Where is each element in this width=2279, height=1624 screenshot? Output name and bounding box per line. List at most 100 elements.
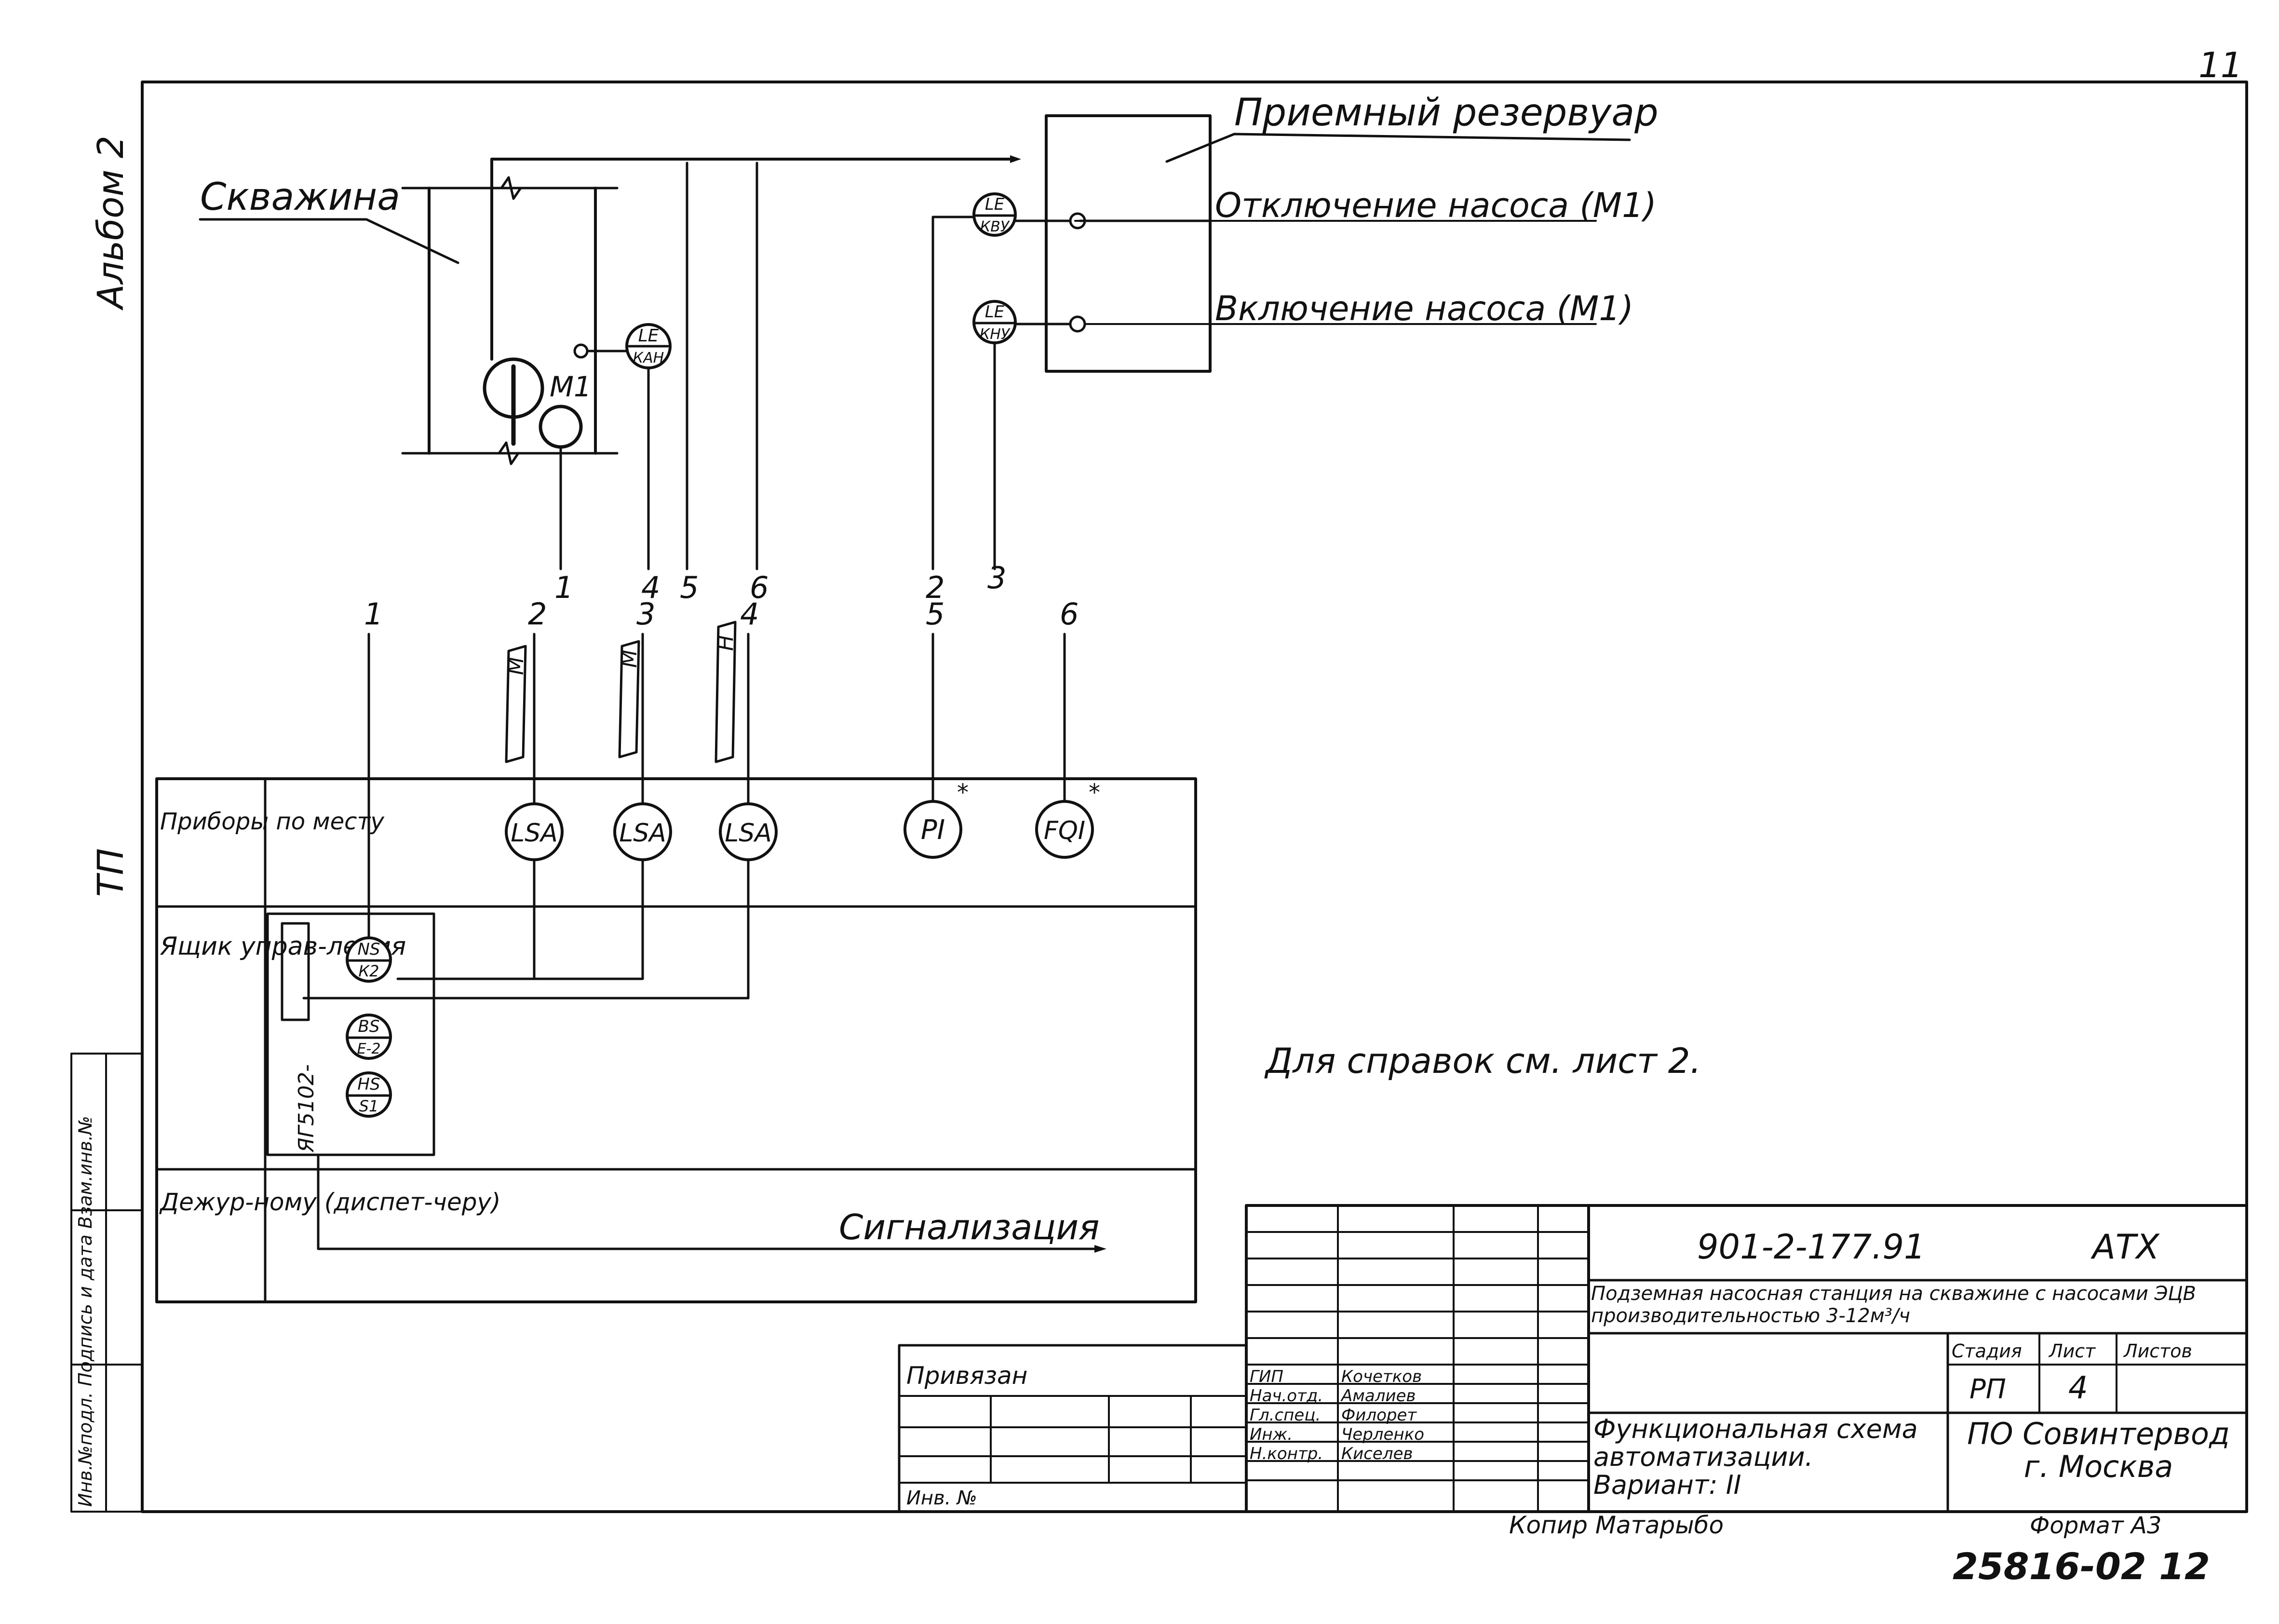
sign-role-1: ГИП (1250, 1367, 1283, 1386)
row-local-label: Приборы по месту (160, 808, 384, 835)
album-label: Альбом 2 (90, 135, 132, 311)
sign-role-2: Нач.отд. (1250, 1386, 1323, 1406)
drawing-title: Функциональная схема автоматизации. Вари… (1593, 1415, 1918, 1500)
reference-note: Для справок см. лист 2. (1264, 1041, 1701, 1081)
sheet-header: Лист (2048, 1340, 2096, 1362)
well-sensor-bottom: КАН (633, 350, 664, 366)
sign-name-5: Киселев (1341, 1444, 1413, 1463)
cabinet-device-bs: BS Е-2 (346, 1014, 392, 1060)
sign-name-3: Филорет (1341, 1406, 1417, 1425)
project-title: Подземная насосная станция на скважине с… (1591, 1283, 2196, 1327)
upper-sensor-top: LE (985, 195, 1005, 214)
upper-wire-2: 2 (926, 570, 944, 605)
control-cabinet (266, 912, 435, 1156)
copied-by: Копир Матарыбо (1509, 1511, 1724, 1539)
row-local-label-text: Приборы по месту (160, 808, 384, 835)
tp-label: ТП (90, 848, 132, 897)
instrument-lsa-1: LSA (505, 802, 564, 861)
svg-text:М: М (504, 657, 528, 675)
upper-wire-4: 4 (641, 570, 660, 605)
sign-name-4: Черленко (1341, 1425, 1424, 1444)
document-mark: АТХ (2090, 1227, 2160, 1267)
stage-value: РП (1969, 1374, 2006, 1405)
upper-wire-6: 6 (750, 570, 769, 605)
reservoir-leader (1165, 133, 1631, 163)
lower-sensor-top: LE (985, 302, 1005, 322)
instrument-pi: PI * (904, 779, 969, 859)
sign-name-2: Амалиев (1340, 1386, 1416, 1406)
sign-role-3: Гл.спец. (1250, 1406, 1321, 1425)
instrument-lsa-3: LSA (719, 802, 778, 861)
cabinet-code: ЯГ5102- (294, 1064, 319, 1153)
cable-mark-2: М (617, 640, 642, 758)
well-level-element: LE КАН (625, 323, 672, 369)
cable-mark-3: Н (714, 621, 738, 763)
organization: ПО Совинтервод г. Москва (1967, 1418, 2230, 1484)
lower-wire-1: 1 (364, 596, 383, 632)
side-stamp-text: Инв.№подл. Подпись и дата Взам.инв.№ (75, 1116, 96, 1507)
lower-sensor-bottom: КНУ (980, 326, 1011, 343)
stage-header: Стадия (1952, 1340, 2022, 1362)
lower-wire-5: 5 (926, 596, 944, 632)
title-block (1245, 1204, 2248, 1513)
svg-text:Н: Н (714, 635, 738, 651)
lower-wire-4: 4 (740, 596, 759, 632)
lower-wire-6: 6 (1060, 596, 1079, 632)
well-callout: Скважина (200, 176, 400, 219)
designation: 901-2-177.91 (1697, 1227, 1926, 1267)
upper-wire-3: 3 (987, 560, 1006, 595)
inv-no-label: Инв. № (906, 1487, 977, 1509)
pump-on-callout: Включение насоса (М1) (1215, 289, 1633, 328)
reservoir-callout: Приемный резервуар (1234, 91, 1659, 135)
row-operator-label: Дежур-ному (диспет-черу) (159, 1188, 501, 1216)
organization-box: ПО Совинтервод г. Москва (1967, 1418, 2230, 1484)
motor-symbol (539, 405, 583, 449)
upper-sensor-bottom: КВУ (980, 218, 1010, 235)
format-label: Формат А3 (2030, 1512, 2161, 1539)
well (401, 176, 619, 465)
side-stamp-strip: Инв.№подл. Подпись и дата Взам.инв.№ (70, 1053, 143, 1513)
sheet-value: 4 (2068, 1370, 2088, 1406)
svg-text:FQI: FQI (1044, 816, 1085, 845)
signal-line (317, 1153, 1096, 1250)
fqi-star: * (1089, 779, 1100, 806)
lower-level-element: LE КНУ (972, 300, 1017, 344)
svg-text:PI: PI (921, 814, 945, 846)
svg-text:BS: BS (358, 1017, 380, 1036)
svg-text:Е-2: Е-2 (357, 1041, 381, 1057)
signal-label: Сигнализация (839, 1207, 1099, 1247)
bottom-code: 25816-02 12 (1953, 1545, 2210, 1588)
instrument-fqi: FQI * (1035, 779, 1100, 859)
upper-wire-5: 5 (680, 570, 699, 605)
well-sensor-top: LE (638, 326, 659, 346)
svg-text:К2: К2 (358, 962, 379, 980)
linked-label: Привязан (906, 1362, 1027, 1390)
reservoir (1045, 114, 1212, 373)
lower-wire-3: 3 (636, 596, 655, 632)
well-leader (199, 218, 459, 264)
svg-text:LSA: LSA (511, 819, 558, 848)
upper-wire-1: 1 (554, 570, 573, 605)
drawing-title-box: Функциональная схема автоматизации. Вари… (1593, 1415, 1918, 1500)
sign-role-4: Инж. (1250, 1425, 1293, 1444)
svg-text:LSA: LSA (725, 819, 772, 848)
motor-label: М1 (550, 370, 592, 403)
svg-text:М: М (617, 650, 642, 668)
sign-role-5: Н.контр. (1250, 1444, 1323, 1463)
row-operator-label-text: Дежур-ному (диспет-черу) (159, 1188, 501, 1216)
sheets-header: Листов (2123, 1340, 2192, 1362)
svg-text:NS: NS (357, 940, 380, 959)
instrument-table (155, 777, 1197, 1303)
linked-block: Привязан Инв. № (898, 1344, 1248, 1513)
cabinet-device-hs: HS S1 (346, 1071, 392, 1118)
svg-text:HS: HS (357, 1075, 380, 1094)
cabinet-device-ns: NS К2 (346, 936, 392, 983)
upper-level-element: LE КВУ (972, 192, 1017, 237)
instrument-lsa-2: LSA (613, 802, 672, 861)
project-title-box: Подземная насосная станция на скважине с… (1591, 1283, 2196, 1327)
svg-text:S1: S1 (359, 1097, 379, 1115)
sign-name-1: Кочетков (1341, 1367, 1422, 1386)
pump-off-callout: Отключение насоса (М1) (1215, 186, 1657, 225)
lower-wire-2: 2 (528, 596, 547, 632)
